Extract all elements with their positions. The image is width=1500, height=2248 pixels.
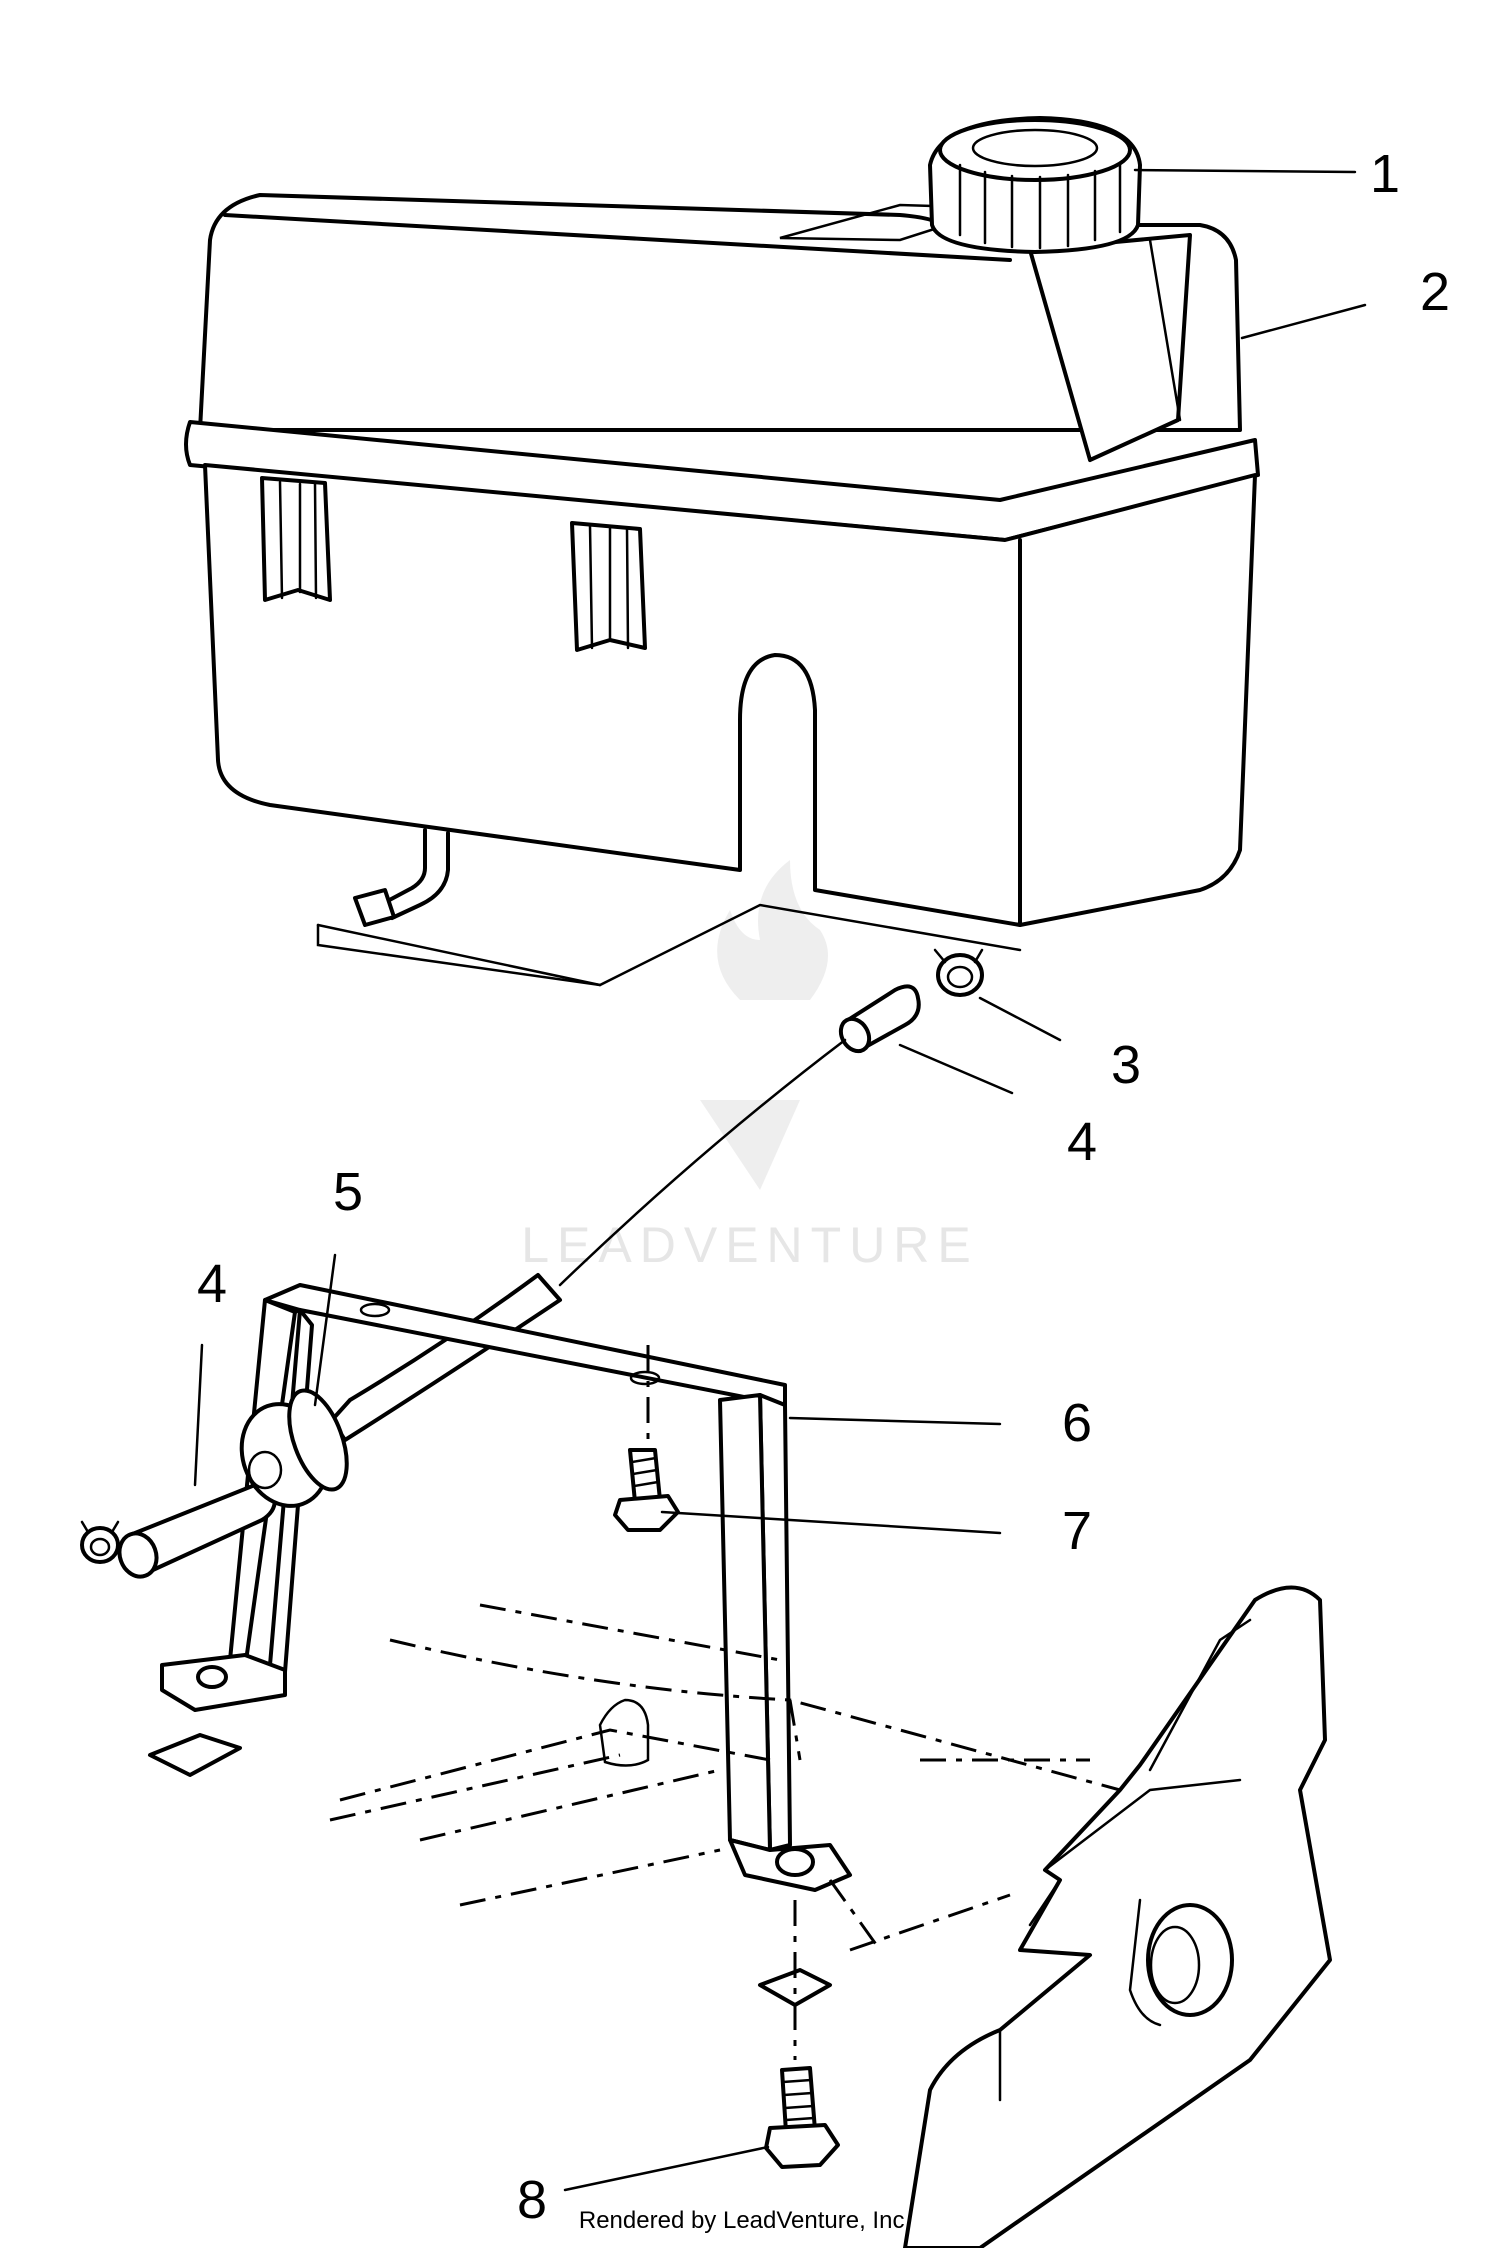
leader-lines — [193, 168, 1367, 2192]
callout-1: 1 — [1370, 144, 1400, 204]
fuel-hose — [558, 1038, 847, 1287]
fuel-cap — [928, 116, 1142, 254]
fuel-tank — [184, 193, 1260, 987]
callout-3: 3 — [1111, 1035, 1141, 1095]
watermark-logo — [700, 860, 828, 1190]
callout-4-left: 4 — [197, 1254, 227, 1314]
hose-clamp-top — [933, 948, 984, 997]
hose-clamp-bottom — [80, 1520, 120, 1564]
mower-frame — [329, 1585, 1332, 2248]
callout-6: 6 — [1062, 1393, 1092, 1453]
watermark-text: LEADVENTURE — [521, 1217, 979, 1273]
callout-8: 8 — [517, 2170, 547, 2230]
tank-bracket — [160, 1283, 852, 1892]
credit-text: Rendered by LeadVenture, Inc. — [579, 2207, 911, 2234]
fuel-filter — [117, 1388, 349, 1579]
callout-7: 7 — [1062, 1501, 1092, 1561]
fuel-line-short — [838, 984, 921, 1054]
callout-4-top: 4 — [1067, 1112, 1097, 1172]
bolt-8 — [764, 1900, 840, 2169]
callout-2: 2 — [1420, 262, 1450, 322]
nut-plate-right — [758, 1968, 832, 2007]
callout-5: 5 — [333, 1162, 363, 1222]
bolt-7 — [613, 1345, 680, 1532]
nut-plate-left — [148, 1733, 242, 1777]
